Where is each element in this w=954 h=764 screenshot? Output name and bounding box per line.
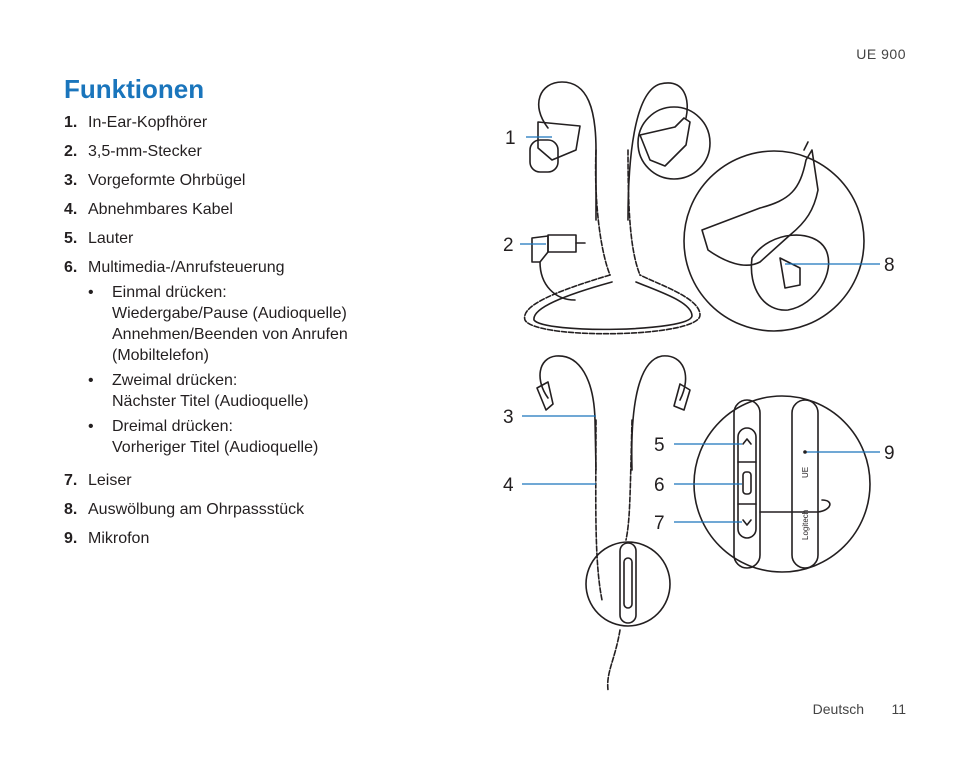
sub-line: (Mobiltelefon) (112, 347, 209, 364)
feature-number: 7. (64, 472, 78, 489)
feature-number: 5. (64, 230, 78, 247)
feature-text: Auswölbung am Ohrpassstück (88, 501, 305, 518)
bottom-left-ear-hook (539, 355, 597, 471)
footer-language: Deutsch (812, 701, 864, 717)
remote-brand-text: Logitech (801, 510, 810, 540)
feature-item: 2. 3,5-mm-Stecker (64, 141, 404, 162)
bottom-right-connector (673, 383, 691, 411)
callout-2: 2 (503, 235, 514, 256)
sub-line: Annehmen/Beenden von Anrufen (112, 326, 348, 343)
earpiece-cable-stub (803, 141, 809, 151)
remote-small-buttons (623, 557, 633, 609)
bullet: • (88, 418, 94, 435)
earpiece-large-tip (750, 234, 830, 311)
plug-strain-relief (531, 235, 549, 263)
sublist-item: • Einmal drücken: Wiedergabe/Pause (Audi… (88, 282, 348, 366)
feature-item: 5. Lauter (64, 228, 404, 249)
volume-up-icon (742, 438, 752, 445)
callout-4: 4 (503, 475, 514, 496)
feature-text: Vorgeformte Ohrbügel (88, 172, 246, 189)
left-ear-hook (537, 81, 597, 221)
feature-item: 3. Vorgeformte Ohrbügel (64, 170, 404, 191)
feature-number: 9. (64, 530, 78, 547)
earpiece-zoom-small-shape (639, 117, 691, 167)
page-title: Funktionen (64, 74, 205, 104)
feature-item: 1. In-Ear-Kopfhörer (64, 112, 404, 133)
multimedia-sublist: • Einmal drücken: Wiedergabe/Pause (Audi… (88, 282, 348, 458)
sub-line: Einmal drücken: (112, 284, 227, 301)
right-ear-hook (627, 82, 689, 221)
multimedia-button-icon (742, 471, 752, 495)
bullet: • (88, 284, 94, 301)
remote-cable-link (759, 499, 831, 513)
cable-loop-inner (533, 281, 693, 331)
callout-9: 9 (884, 443, 895, 464)
sub-line: Zweimal drücken: (112, 372, 238, 389)
feature-text: Lauter (88, 230, 134, 247)
earpiece-nozzle-bump (779, 257, 801, 289)
feature-item: 9. Mikrofon (64, 528, 404, 549)
callout-3: 3 (503, 407, 514, 428)
header-product-name: UE 900 (856, 46, 906, 62)
top-cable-left (594, 149, 611, 276)
bottom-left-connector (536, 381, 554, 411)
remote-large-back (791, 399, 819, 569)
sub-line: Nächster Titel (Audioquelle) (112, 393, 309, 410)
earpiece-zoom-small (637, 106, 711, 180)
feature-item: 7. Leiser (64, 470, 404, 491)
feature-text: 3,5-mm-Stecker (88, 143, 202, 160)
sublist-item: • Zweimal drücken: Nächster Titel (Audio… (88, 370, 348, 412)
feature-list: 1. In-Ear-Kopfhörer 2. 3,5-mm-Stecker 3.… (64, 112, 404, 557)
earpiece-large-body (701, 149, 819, 266)
feature-number: 4. (64, 201, 78, 218)
feature-text: Mikrofon (88, 530, 150, 547)
bottom-cable-join (606, 629, 621, 691)
callout-8: 8 (884, 255, 895, 276)
feature-text: Multimedia-/Anrufsteuerung (88, 259, 285, 276)
remote-small-body (619, 542, 637, 624)
remote-large-buttons (737, 427, 757, 539)
leader-lines (520, 136, 880, 523)
feature-body: Multimedia-/Anrufsteuerung • Einmal drüc… (88, 257, 348, 462)
earpiece-zoom-large (683, 150, 865, 332)
feature-text: Leiser (88, 472, 132, 489)
feature-item-multimedia: 6. Multimedia-/Anrufsteuerung • Einmal d… (64, 257, 404, 462)
bottom-cable-left (594, 419, 603, 601)
page-number: 11 (891, 701, 906, 717)
callout-5: 5 (654, 435, 665, 456)
feature-text: Abnehmbares Kabel (88, 201, 233, 218)
volume-down-icon (742, 519, 752, 526)
feature-number: 8. (64, 501, 78, 518)
bottom-right-ear-hook (630, 355, 687, 471)
feature-item: 8. Auswölbung am Ohrpassstück (64, 499, 404, 520)
callout-7: 7 (654, 513, 665, 534)
sub-line: Vorheriger Titel (Audioquelle) (112, 439, 319, 456)
remote-zoom-small (585, 541, 671, 627)
bullet: • (88, 372, 94, 389)
feature-item: 4. Abnehmbares Kabel (64, 199, 404, 220)
feature-number: 6. (64, 259, 78, 276)
callout-1: 1 (505, 128, 516, 149)
left-earpiece (537, 121, 581, 161)
feature-number: 3. (64, 172, 78, 189)
feature-text: In-Ear-Kopfhörer (88, 114, 208, 131)
remote-logo-text: UE (801, 467, 810, 478)
sub-line: Wiedergabe/Pause (Audioquelle) (112, 305, 347, 322)
cable-loop (523, 274, 701, 335)
bottom-cable-right (625, 419, 633, 541)
microphone-dot (803, 450, 807, 454)
callout-6: 6 (654, 475, 665, 496)
sublist-item: • Dreimal drücken: Vorheriger Titel (Aud… (88, 416, 348, 458)
top-cable-right (627, 149, 641, 276)
left-ear-tip (529, 139, 559, 173)
plug-body (547, 234, 577, 253)
sub-line: Dreimal drücken: (112, 418, 233, 435)
feature-number: 1. (64, 114, 78, 131)
feature-number: 2. (64, 143, 78, 160)
plug-cable (539, 261, 576, 301)
